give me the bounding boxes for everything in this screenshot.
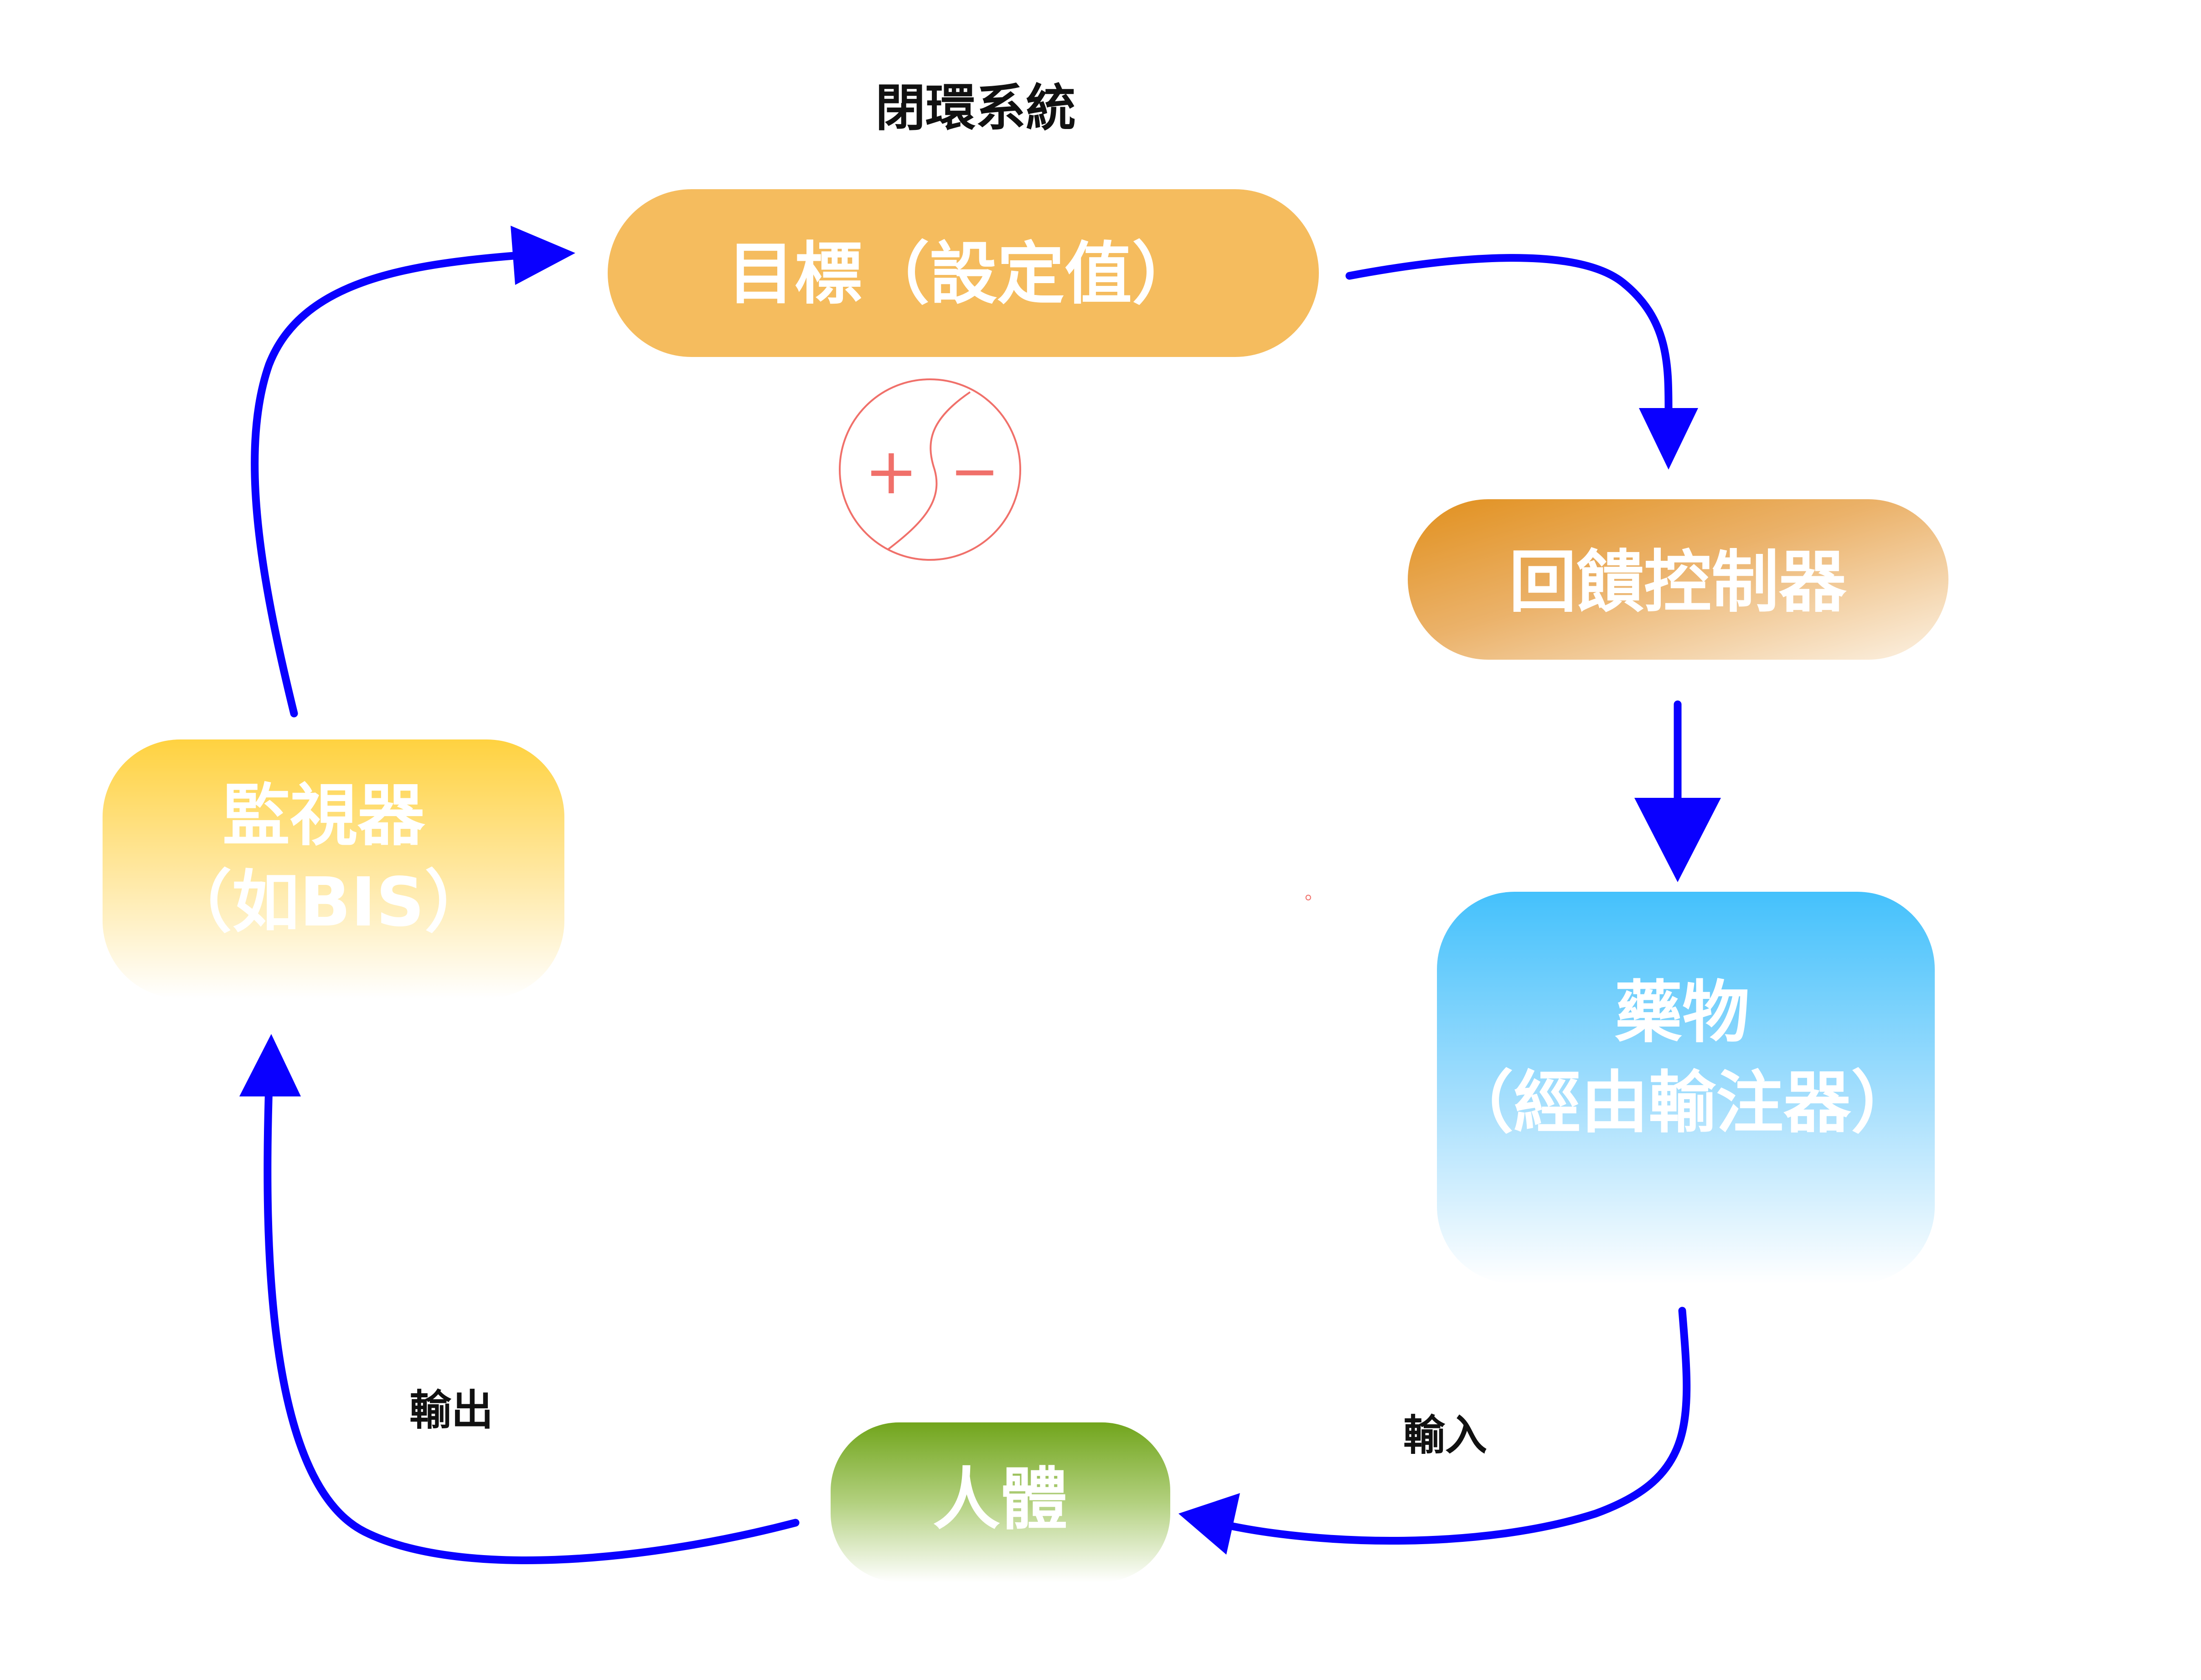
body-node: 人體 <box>831 1422 1170 1582</box>
input-label: 輸入 <box>1403 1411 1487 1460</box>
monitor-node-line2: （如BIS） <box>165 863 492 941</box>
drug-node-line1: 藥物 <box>1615 973 1750 1052</box>
summing-junction-symbol: + − <box>839 378 1021 561</box>
monitor-node-line1: 監視器 <box>222 776 425 855</box>
arrows <box>239 226 1721 1564</box>
arrow-head-controller-to-drug <box>1634 798 1721 882</box>
junction-s-curve <box>887 391 971 550</box>
minus-sign: − <box>950 436 1000 506</box>
controller-node: 回饋控制器 <box>1408 499 1948 660</box>
arrow-body-to-monitor <box>264 1081 800 1564</box>
output-label: 輸出 <box>409 1386 493 1435</box>
arrow-head-drug-to-body <box>1178 1493 1240 1555</box>
arrow-drug-to-body <box>1222 1307 1691 1545</box>
drug-node-shape <box>1437 892 1935 1284</box>
body-node-label: 人體 <box>933 1460 1068 1539</box>
arrow-target-to-controller <box>1345 254 1673 414</box>
diagram-title: 閉環系統 <box>875 79 1076 137</box>
drug-node-line2: （經由輸注器） <box>1446 1064 1918 1142</box>
target-node-shape <box>608 189 1319 357</box>
monitor-node: 監視器 （如BIS） <box>103 739 564 998</box>
controller-node-label: 回饋控制器 <box>1509 543 1847 621</box>
drug-node: 藥物 （經由輸注器） <box>1437 892 1935 1284</box>
monitor-node-shape <box>103 739 564 998</box>
junction-circle <box>839 378 1021 561</box>
stray-mark: 。 <box>1305 883 1323 904</box>
body-node-shape <box>831 1422 1170 1582</box>
target-node: 目標（設定值） <box>608 189 1319 357</box>
arrow-head-monitor-to-target <box>511 226 575 285</box>
arrow-head-body-to-monitor <box>239 1034 301 1096</box>
controller-node-shape <box>1408 499 1948 660</box>
arrow-head-target-to-controller <box>1639 408 1698 470</box>
target-node-label: 目標（設定值） <box>727 235 1199 313</box>
plus-sign: + <box>864 434 918 509</box>
arrow-monitor-to-target <box>251 251 524 718</box>
